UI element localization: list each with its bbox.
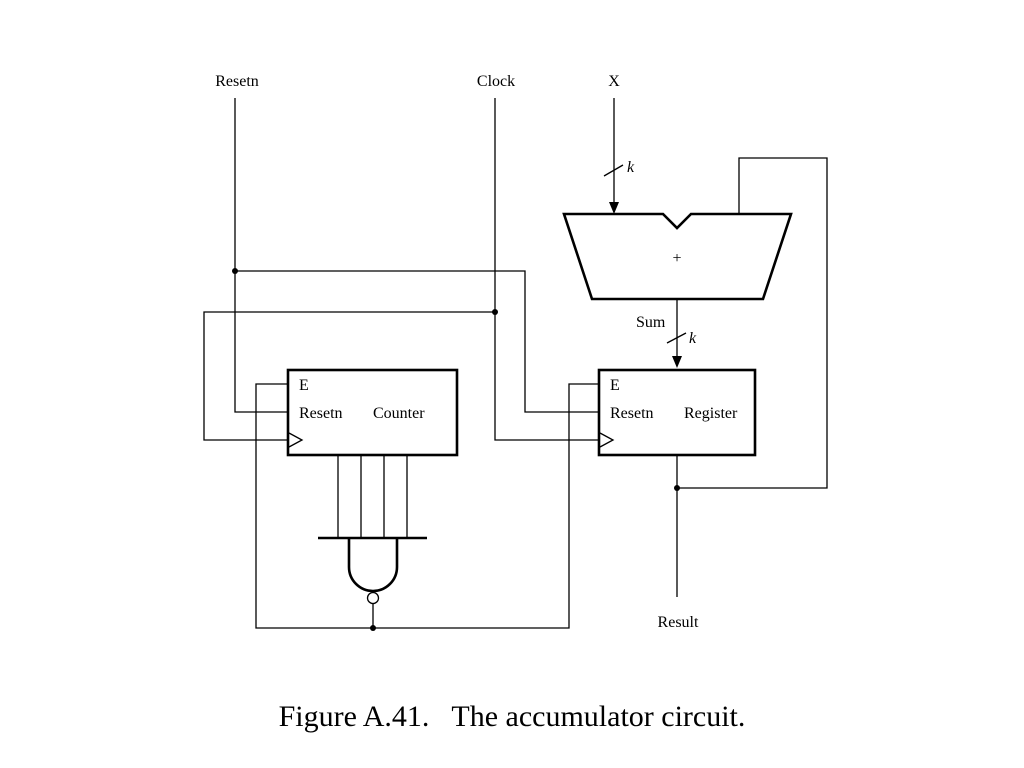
counter-output-lines <box>337 455 408 537</box>
x-bus-width-label: k <box>627 159 635 176</box>
register-enable-label: E <box>610 377 620 394</box>
counter-enable-label: E <box>299 377 309 394</box>
x-input-label: X <box>608 73 620 90</box>
register-name-label: Register <box>684 405 738 422</box>
counter-name-label: Counter <box>373 405 425 422</box>
result-label: Result <box>658 614 699 631</box>
sum-bus-width-label: k <box>689 330 697 347</box>
resetn-input-label: Resetn <box>215 73 259 90</box>
resetn-wire <box>232 98 599 413</box>
register-resetn-label: Resetn <box>610 405 654 422</box>
x-input-bus <box>603 98 624 214</box>
clock-wire <box>203 98 599 441</box>
figure-caption: Figure A.41. The accumulator circuit. <box>279 700 746 733</box>
clock-input-label: Clock <box>477 73 515 90</box>
counter-resetn-label: Resetn <box>299 405 343 422</box>
nand-gate <box>318 536 427 605</box>
counter-block <box>286 368 459 457</box>
sum-bus <box>666 299 687 368</box>
result-wire <box>674 157 828 597</box>
sum-label: Sum <box>636 314 666 331</box>
adder-plus-symbol: + <box>672 250 681 267</box>
adder <box>562 212 793 301</box>
enable-wire <box>255 383 599 631</box>
